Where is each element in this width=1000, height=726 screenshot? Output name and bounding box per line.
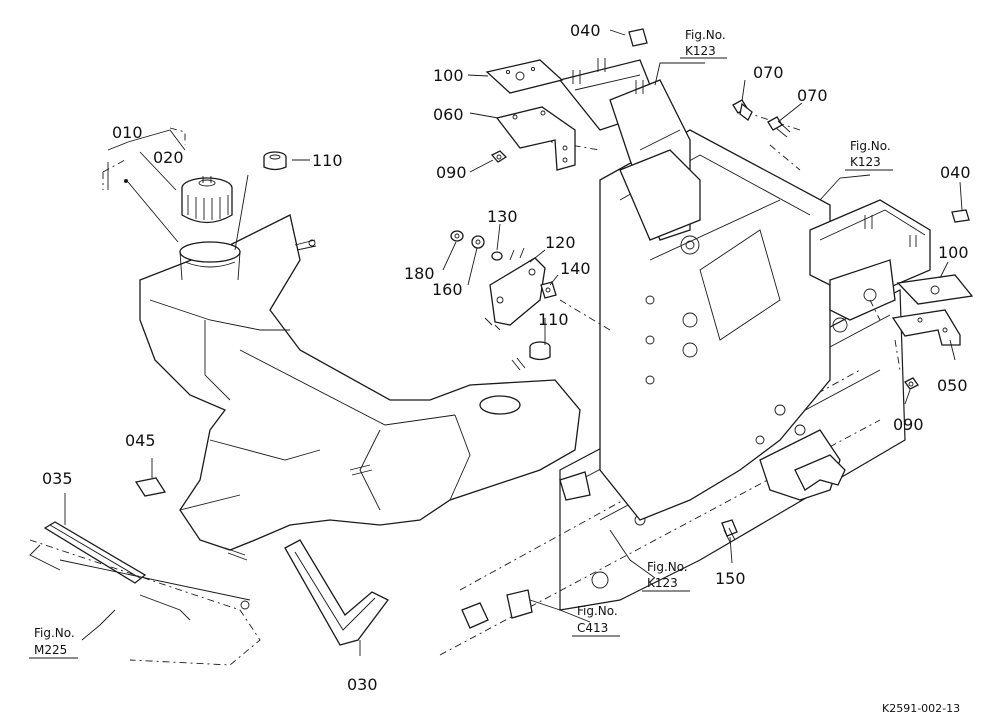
plate-100-upper	[485, 59, 564, 94]
label-110-top: 110	[312, 151, 343, 170]
drawing-code: K2591-002-13	[882, 702, 960, 715]
label-070-b: 070	[797, 86, 828, 105]
fig-ref-m225: Fig.No. M225	[29, 626, 78, 659]
label-070-a: 070	[753, 63, 784, 82]
sender-unit	[484, 247, 546, 331]
bracket-050	[891, 309, 961, 346]
svg-text:K123: K123	[647, 576, 678, 590]
nut-090-upper	[490, 150, 508, 163]
label-180: 180	[404, 264, 435, 283]
fig-ref-k123-top: Fig.No. K123	[680, 28, 727, 59]
svg-text:Fig.No.: Fig.No.	[850, 139, 891, 153]
svg-text:K123: K123	[685, 44, 716, 58]
label-035: 035	[42, 469, 73, 488]
part-labels: 010 020 110 110 035 045 030 040 100 060 …	[42, 21, 971, 694]
fuel-cap	[181, 176, 233, 224]
assembly-bracket-010	[102, 127, 186, 190]
gasket-110-top	[263, 151, 287, 171]
plate-100-right	[896, 274, 974, 305]
svg-text:M225: M225	[34, 643, 67, 657]
figure-references: Fig.No. K123 Fig.No. K123 Fig.No. K123 F…	[29, 28, 893, 659]
label-020: 020	[153, 148, 184, 167]
ring-130	[491, 251, 503, 261]
label-150: 150	[715, 569, 746, 588]
label-040-right: 040	[940, 163, 971, 182]
fig-ref-c413: Fig.No. C413	[572, 604, 620, 637]
frame-assembly	[439, 58, 931, 656]
svg-text:Fig.No.: Fig.No.	[647, 560, 688, 574]
fig-ref-k123-bottom: Fig.No. K123	[642, 560, 690, 592]
nut-090-right	[904, 377, 919, 390]
fig-ref-k123-right: Fig.No. K123	[845, 139, 893, 171]
label-090-right: 090	[893, 415, 924, 434]
label-045: 045	[125, 431, 156, 450]
label-030: 030	[347, 675, 378, 694]
label-040-top: 040	[570, 21, 601, 40]
svg-text:Fig.No.: Fig.No.	[34, 626, 75, 640]
bracket-060	[495, 106, 576, 171]
part-040-right	[951, 209, 970, 223]
svg-text:C413: C413	[577, 621, 608, 635]
pad	[134, 477, 167, 497]
svg-text:Fig.No.: Fig.No.	[577, 604, 618, 618]
nut-140	[540, 281, 557, 299]
tank-strap	[284, 539, 389, 646]
fuel-tank	[139, 214, 581, 561]
svg-text:K123: K123	[850, 155, 881, 169]
label-100-right: 100	[938, 243, 969, 262]
bolt-070-b	[767, 116, 791, 138]
gasket-110-middle	[529, 341, 551, 361]
washer-180	[450, 230, 464, 242]
rubber-strip	[43, 521, 147, 584]
label-160: 160	[432, 280, 463, 299]
washer-160	[471, 235, 485, 249]
lower-panel	[29, 539, 261, 666]
label-050: 050	[937, 376, 968, 395]
label-010: 010	[112, 123, 143, 142]
label-130: 130	[487, 207, 518, 226]
label-060: 060	[433, 105, 464, 124]
label-090-upper: 090	[436, 163, 467, 182]
svg-text:Fig.No.: Fig.No.	[685, 28, 726, 42]
label-120: 120	[545, 233, 576, 252]
bolt-070-a	[732, 99, 753, 121]
label-110-middle: 110	[538, 310, 569, 329]
label-140: 140	[560, 259, 591, 278]
part-040-top	[628, 28, 648, 47]
label-100-upper: 100	[433, 66, 464, 85]
leader-lines	[64, 29, 963, 656]
bolt-150	[721, 519, 738, 543]
